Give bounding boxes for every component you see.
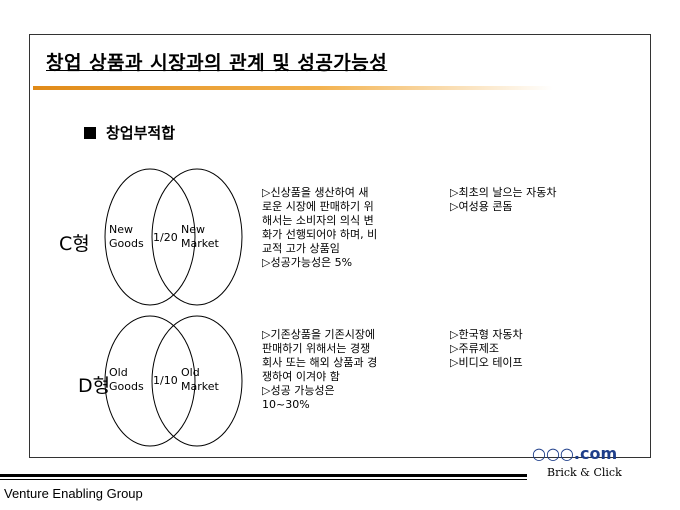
company-name: Venture Enabling Group <box>4 486 143 501</box>
venn-c-left-text: New Goods <box>109 223 144 250</box>
venn-d-right-text: Old Market <box>181 366 219 393</box>
subheading-row: 창업부적합 <box>84 122 175 143</box>
type-d-examples: ▷한국형 자동차 ▷주류제조 ▷비디오 테이프 <box>450 328 523 369</box>
logo-suffix: .com <box>573 444 618 463</box>
subheading: 창업부적합 <box>106 124 176 142</box>
type-d-description: ▷기존상품을 기존시장에 판매하기 위해서는 경쟁 회사 또는 해외 상품과 경… <box>262 328 378 411</box>
slide-frame <box>29 34 651 458</box>
type-c-label: C형 <box>59 233 90 255</box>
venn-d-left-circle <box>104 315 196 447</box>
type-d-label: D형 <box>78 375 111 397</box>
type-c-examples: ▷최초의 날으는 자동차 ▷여성용 콘돔 <box>450 186 557 213</box>
venn-d-left-text: Old Goods <box>109 366 144 393</box>
venn-c-right-circle <box>151 168 243 306</box>
brand-logo: ○○○.com <box>532 444 617 463</box>
title-underline-bar <box>33 86 553 90</box>
venn-d-overlap-text: 1/10 <box>153 374 178 387</box>
venn-c-overlap-text: 1/20 <box>153 231 178 244</box>
slide-title: 창업 상품과 시장과의 관계 및 성공가능성 <box>46 52 388 74</box>
type-c-description: ▷신상품을 생산하여 새 로운 시장에 판매하기 위 해서는 소비자의 의식 변… <box>262 186 378 269</box>
logo-circles-icon: ○○○ <box>532 444 574 463</box>
footer-rule-thin <box>0 479 527 480</box>
footer-rule-thick <box>0 474 527 477</box>
venn-c-left-circle <box>104 168 196 306</box>
square-bullet-icon <box>84 126 96 139</box>
venn-d-right-circle <box>151 315 243 447</box>
brand-tagline: Brick & Click <box>547 466 622 479</box>
venn-c-right-text: New Market <box>181 223 219 250</box>
